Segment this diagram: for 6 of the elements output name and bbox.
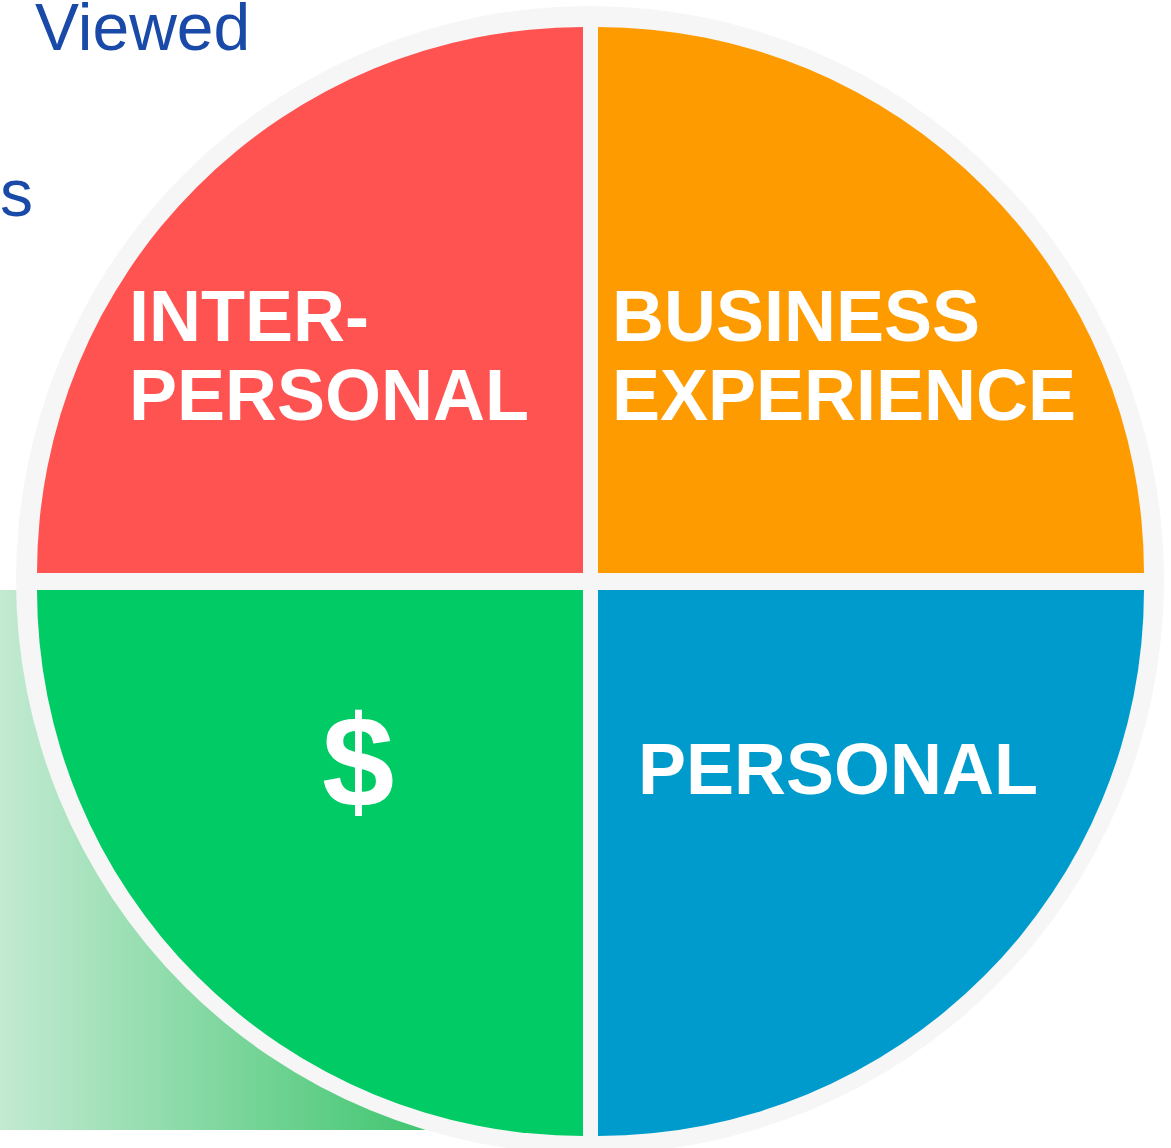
quadrant-label: BUSINESS EXPERIENCE <box>612 277 1078 436</box>
quadrant-label: $ <box>322 690 396 833</box>
heading-text: Viewed <box>35 0 251 60</box>
heading-text: s <box>0 160 33 226</box>
quadrant-label: INTER- PERSONAL <box>129 277 531 436</box>
quadrant-label: PERSONAL <box>638 730 1040 810</box>
